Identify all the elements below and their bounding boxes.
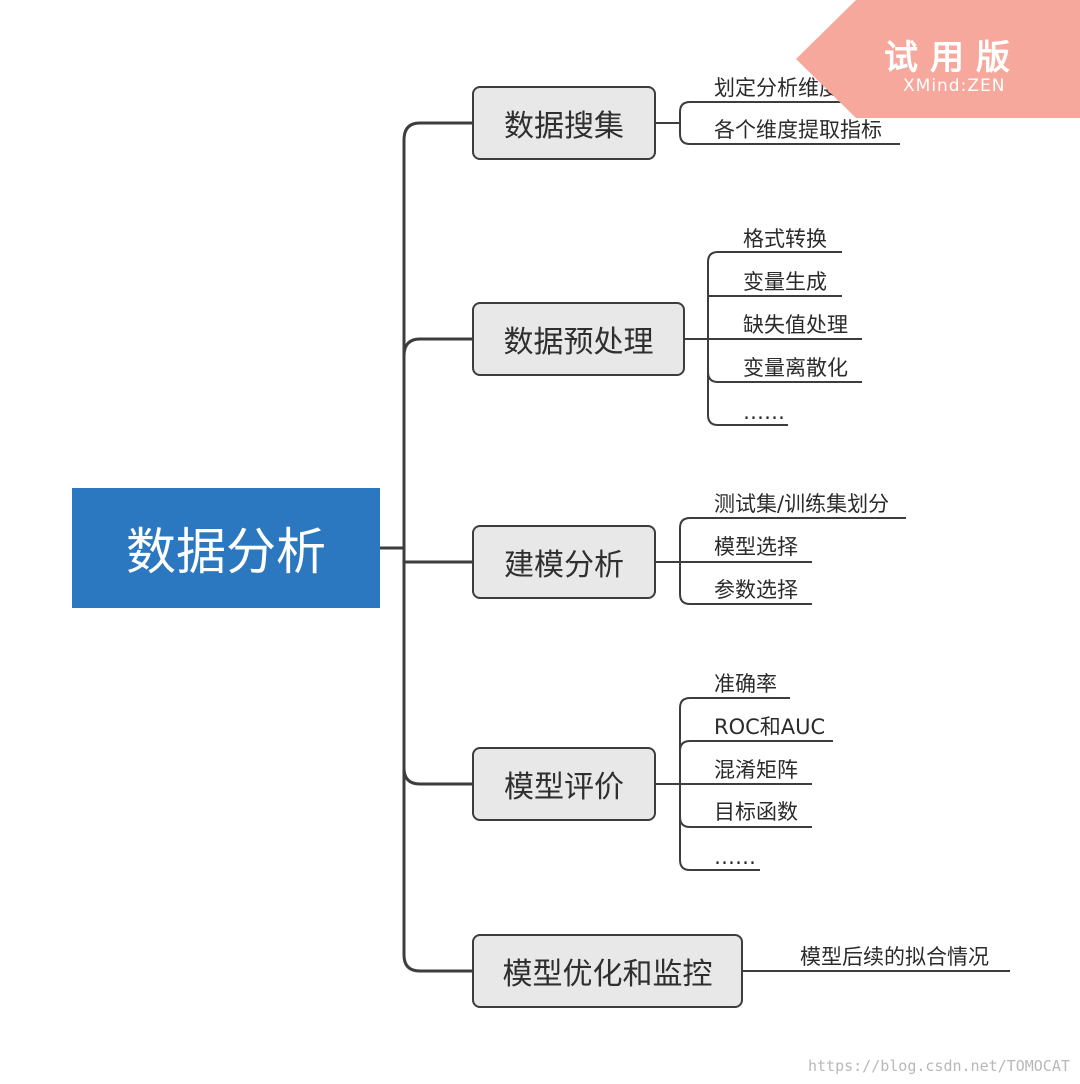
leaf-topic[interactable]: 格式转换 (743, 227, 827, 251)
badge-subtitle: XMind:ZEN (903, 76, 1006, 96)
watermark-url: https://blog.csdn.net/TOMOCAT (808, 1057, 1070, 1075)
leaf-topic[interactable]: 变量离散化 (743, 356, 848, 380)
leaf-topic[interactable]: 参数选择 (714, 578, 798, 602)
branch-topic-data-collection[interactable]: 数据搜集 (472, 86, 656, 160)
leaf-topic[interactable]: 模型选择 (714, 535, 798, 559)
root-topic[interactable]: 数据分析 (72, 488, 380, 608)
leaf-topic[interactable]: 缺失值处理 (743, 313, 848, 337)
badge-title: 试用版 (884, 38, 1022, 78)
leaf-topic[interactable]: 混淆矩阵 (714, 758, 798, 782)
branch-topic-evaluation[interactable]: 模型评价 (472, 747, 656, 821)
leaf-topic[interactable]: 目标函数 (714, 800, 798, 824)
trial-badge (796, 0, 1080, 118)
leaf-topic[interactable]: 模型后续的拟合情况 (800, 945, 989, 969)
leaf-topic[interactable]: …… (743, 400, 785, 424)
leaf-topic[interactable]: …… (714, 845, 756, 869)
branch-topic-optimization[interactable]: 模型优化和监控 (472, 934, 743, 1008)
branch-topic-preprocessing[interactable]: 数据预处理 (472, 302, 685, 376)
leaf-topic[interactable]: 准确率 (714, 672, 777, 696)
leaf-topic[interactable]: 各个维度提取指标 (714, 118, 882, 142)
branch-topic-modeling[interactable]: 建模分析 (472, 525, 656, 599)
leaf-topic[interactable]: ROC和AUC (714, 715, 826, 739)
leaf-topic[interactable]: 测试集/训练集划分 (714, 492, 890, 516)
leaf-topic[interactable]: 变量生成 (743, 270, 827, 294)
